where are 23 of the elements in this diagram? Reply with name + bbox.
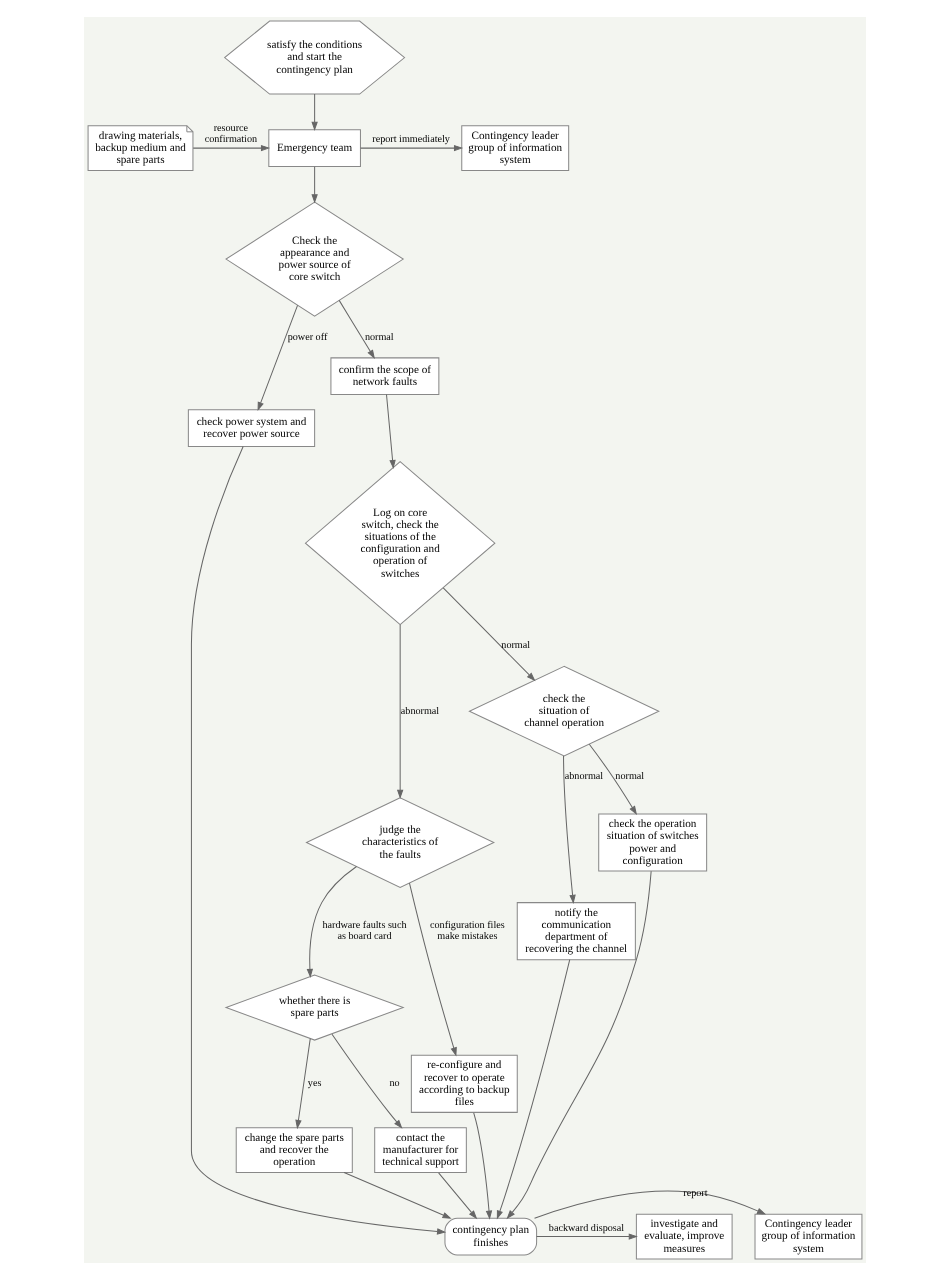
arrow	[191, 144, 270, 152]
arrow	[562, 755, 575, 904]
arrow	[395, 624, 403, 799]
arrow	[310, 93, 317, 131]
arrow	[407, 882, 456, 1057]
arrow	[587, 743, 636, 816]
arrow	[535, 1233, 637, 1240]
arrow	[385, 394, 395, 470]
arrow	[472, 1112, 492, 1220]
arrow	[330, 1033, 402, 1129]
arrow	[437, 1172, 477, 1220]
arrow	[310, 166, 317, 204]
arrow	[305, 866, 357, 978]
arrow	[533, 1190, 766, 1219]
arrow	[495, 959, 570, 1220]
arrow	[337, 299, 374, 359]
arrow	[294, 1038, 310, 1130]
arrow	[256, 304, 298, 412]
arrow	[441, 587, 535, 682]
arrow	[189, 446, 446, 1235]
arrow	[359, 144, 463, 152]
arrow	[342, 1172, 451, 1219]
arrow	[505, 870, 651, 1220]
